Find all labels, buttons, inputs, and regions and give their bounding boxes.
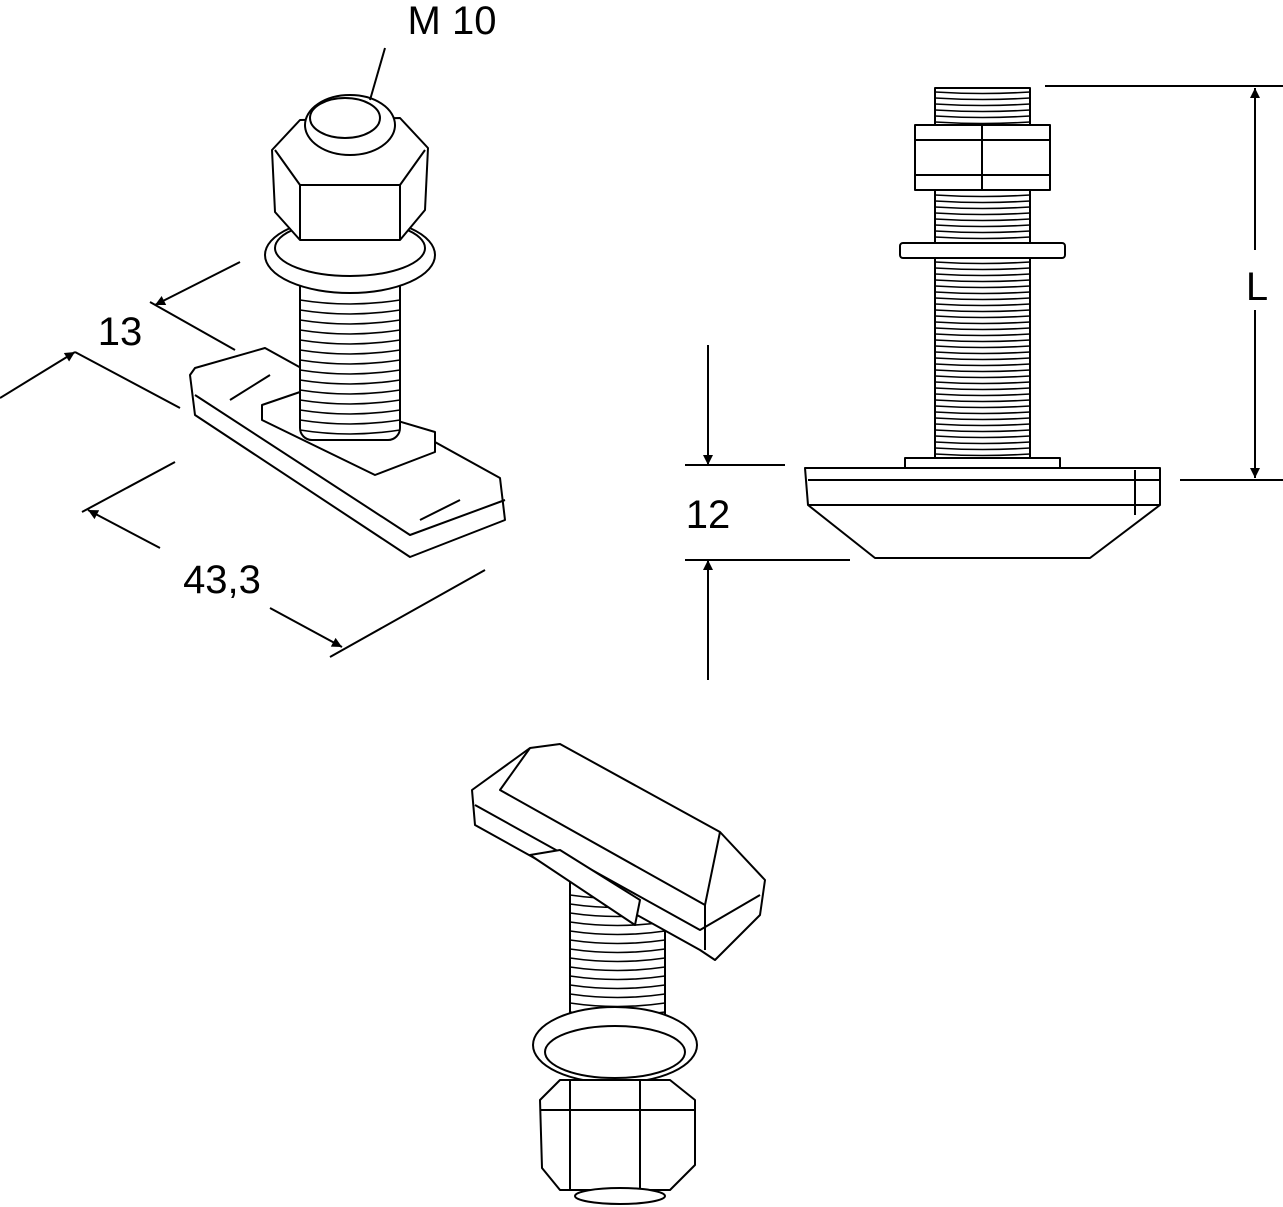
thread-line [299, 399, 401, 405]
thread-line [934, 321, 1031, 325]
bolt-tip [574, 1187, 666, 1205]
thread-line [934, 363, 1031, 367]
dimension-width: 13 [0, 261, 241, 409]
thread-line [934, 453, 1031, 457]
thread-line [934, 297, 1031, 301]
thread-line [569, 993, 666, 999]
thread-line [934, 333, 1031, 337]
bolt-view-inverted [471, 743, 766, 1205]
head-height-label: 12 [686, 493, 731, 537]
thread-line [299, 299, 401, 305]
thread-line [569, 975, 666, 981]
thread-line [934, 261, 1031, 265]
thread-line [934, 91, 1031, 95]
thread-line [934, 387, 1031, 391]
leader-line [369, 47, 386, 101]
thread-line [299, 349, 401, 355]
thread-line [934, 429, 1031, 433]
hex-nut [539, 1079, 696, 1191]
thread-line [934, 285, 1031, 289]
thread-line [934, 339, 1031, 343]
thread-line [569, 966, 666, 972]
bolt-view-isometric [189, 94, 506, 558]
thread-line [934, 423, 1031, 427]
thread-line [299, 409, 401, 415]
dimension-head-height: 12 [685, 345, 850, 680]
thread-line [934, 115, 1031, 119]
thread-line [934, 417, 1031, 421]
thread-size-label: M 10 [408, 0, 497, 43]
dimension-bolt-length: L [1045, 85, 1283, 481]
thread-lines [299, 299, 401, 435]
thread-line [299, 339, 401, 345]
thread-line [934, 375, 1031, 379]
width-label: 13 [98, 310, 143, 354]
thread-line [934, 279, 1031, 283]
thread-line [934, 236, 1031, 240]
thread-line [934, 206, 1031, 210]
thread-line [934, 230, 1031, 234]
thread-line [934, 97, 1031, 101]
thread-line [934, 381, 1031, 385]
thread-line [299, 319, 401, 325]
thread-line [934, 351, 1031, 355]
thread-line [299, 419, 401, 425]
thread-line [934, 121, 1031, 125]
bolt-length-label: L [1246, 265, 1268, 309]
thread-line [934, 447, 1031, 451]
thread-line [934, 194, 1031, 198]
thread-line [934, 393, 1031, 397]
thread-line [299, 309, 401, 315]
thread-line [934, 303, 1031, 307]
thread-line [934, 224, 1031, 228]
dimension-thread: M 10 [369, 0, 497, 101]
thread-line [299, 329, 401, 335]
thread-line [934, 315, 1031, 319]
thread-line [934, 291, 1031, 295]
thread-line [934, 435, 1031, 439]
thread-line [934, 212, 1031, 216]
thread-line [934, 411, 1031, 415]
thread-line [934, 103, 1031, 107]
thread-lines [934, 91, 1031, 457]
thread-line [299, 429, 401, 435]
bolt-view-side [804, 87, 1161, 559]
bolt-tip [304, 94, 396, 156]
washer [532, 1006, 698, 1084]
t-head-plate [804, 467, 1161, 559]
washer [899, 242, 1066, 259]
length-label: 43,3 [183, 558, 261, 602]
thread-line [934, 345, 1031, 349]
thread-line [934, 327, 1031, 331]
thread-line [569, 957, 666, 963]
thread-line [299, 359, 401, 365]
thread-line [569, 930, 666, 936]
thread-line [934, 200, 1031, 204]
thread-line [569, 984, 666, 990]
thread-line [934, 369, 1031, 373]
thread-line [934, 267, 1031, 271]
dimension-length: 43,3 [81, 461, 486, 658]
thread-line [569, 939, 666, 945]
thread-line [934, 109, 1031, 113]
thread-line [934, 405, 1031, 409]
thread-line [934, 309, 1031, 313]
thread-line [934, 441, 1031, 445]
thread-line [934, 273, 1031, 277]
thread-line [934, 357, 1031, 361]
thread-line [299, 379, 401, 385]
thread-line [299, 389, 401, 395]
thread-line [934, 399, 1031, 403]
thread-line [299, 369, 401, 375]
thread-line [934, 218, 1031, 222]
thread-line [569, 948, 666, 954]
